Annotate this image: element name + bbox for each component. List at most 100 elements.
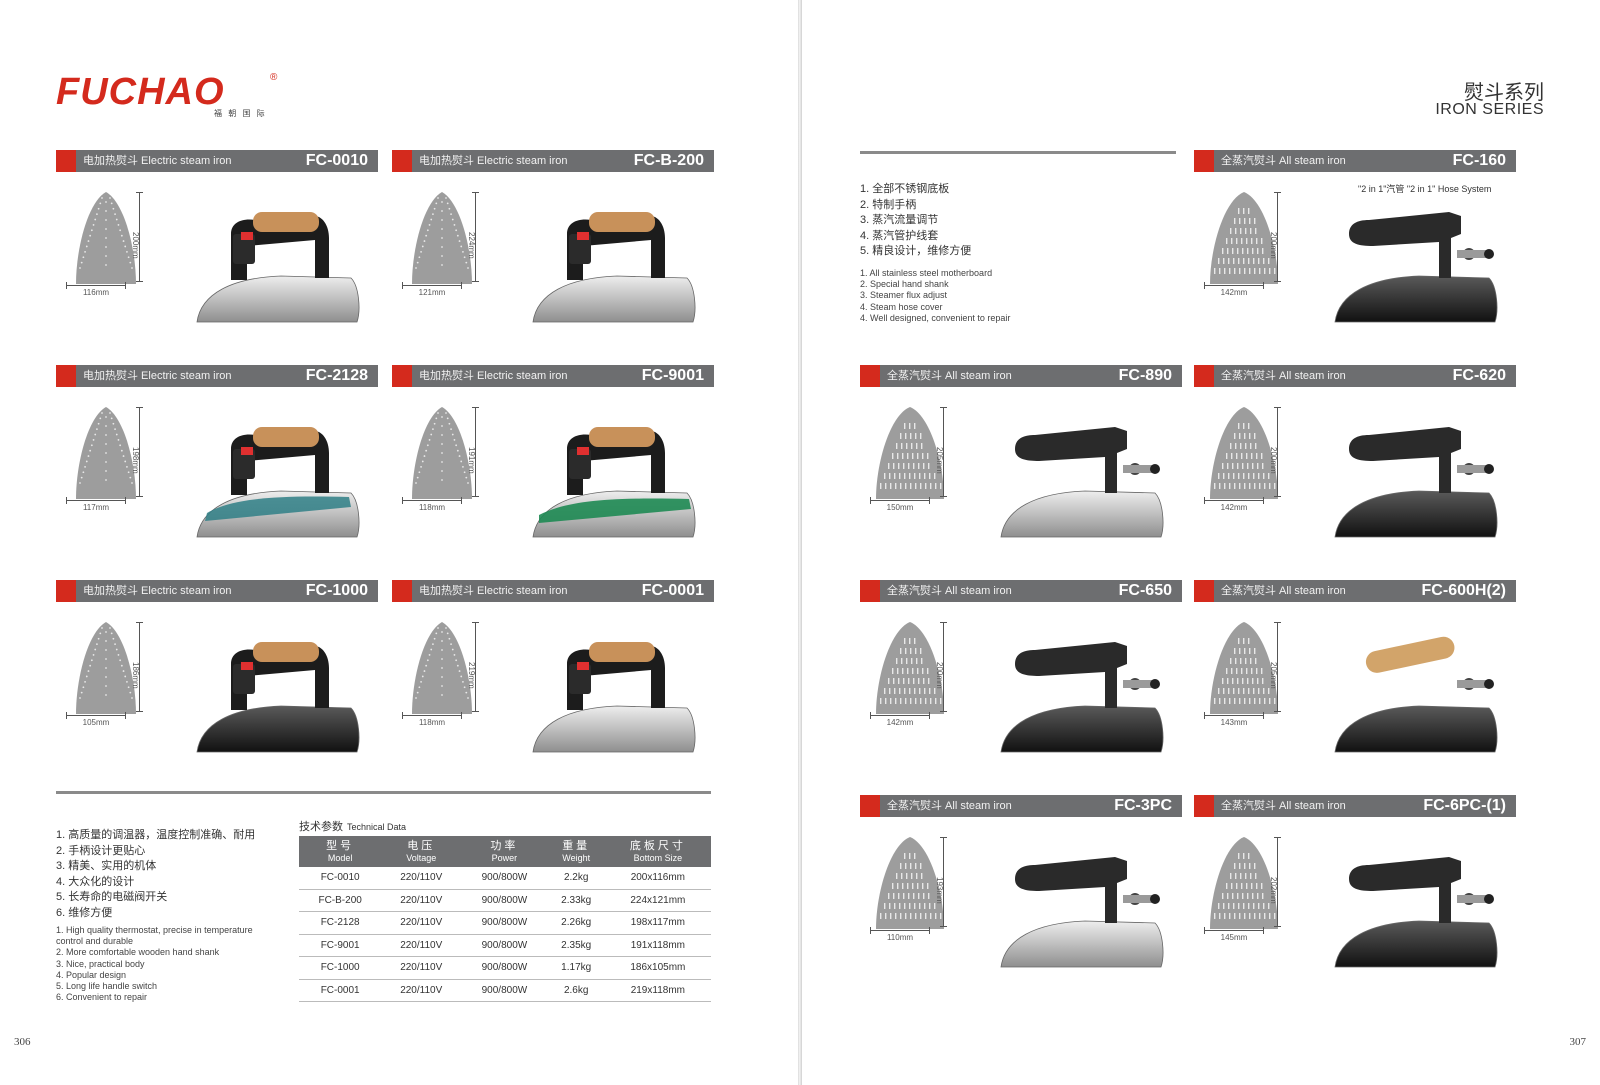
height-dimension-label: 186mm bbox=[131, 662, 140, 689]
feature-item: 1. 全部不锈钢底板 bbox=[860, 183, 950, 195]
soleplate-outline bbox=[1202, 403, 1292, 513]
header-accent-block bbox=[56, 150, 76, 172]
brand-logo-subtitle: 福 朝 国 际 bbox=[214, 109, 267, 118]
height-dimension: 224mm bbox=[467, 192, 502, 282]
height-dimension-label: 205mm bbox=[1269, 662, 1278, 689]
height-dimension-label: 193mm bbox=[935, 877, 944, 904]
width-dimension: 142mm bbox=[1204, 282, 1264, 298]
height-dimension: 205mm bbox=[935, 407, 970, 497]
tech-data-title-cn: 技术参数 bbox=[299, 821, 343, 833]
width-dimension-label: 145mm bbox=[1220, 933, 1248, 942]
header-accent-block bbox=[1194, 365, 1214, 387]
feature-item: 2. Special hand shank bbox=[860, 279, 949, 290]
iron-image-frame bbox=[995, 624, 1170, 760]
feature-item: 1. All stainless steel motherboard bbox=[860, 268, 993, 278]
tech-data-title-en: Technical Data bbox=[347, 822, 407, 832]
iron-image-frame bbox=[995, 409, 1170, 545]
width-dimension-label: 118mm bbox=[418, 503, 446, 512]
product-header-bar: 全蒸汽熨斗 All steam iron FC-600H(2) bbox=[1194, 580, 1516, 602]
iron-product-image bbox=[196, 212, 360, 323]
soleplate-diagram bbox=[876, 622, 944, 714]
width-dimension-label: 143mm bbox=[1220, 718, 1248, 727]
feature-item: 2. 特制手柄 bbox=[860, 198, 917, 211]
height-dimension: 193mm bbox=[935, 837, 970, 927]
table-cell: 2.33kg bbox=[547, 889, 605, 912]
product-type-label: 全蒸汽熨斗 All steam iron bbox=[1221, 585, 1346, 597]
fc160-hose-note: "2 in 1"汽管 "2 in 1" Hose System bbox=[1358, 184, 1492, 194]
series-title-cn: 熨斗系列 bbox=[1464, 82, 1544, 104]
height-dimension-label: 205mm bbox=[935, 447, 944, 474]
header-accent-block bbox=[392, 580, 412, 602]
iron-image-frame bbox=[1329, 839, 1504, 975]
soleplate-diagram bbox=[1210, 622, 1278, 714]
product-type-label: 全蒸汽熨斗 All steam iron bbox=[887, 370, 1012, 382]
feature-item: 6. 维修方便 bbox=[56, 906, 113, 919]
iron-image-frame bbox=[1329, 194, 1504, 330]
width-dimension-label: 118mm bbox=[418, 718, 446, 727]
feature-item: 4. Popular design bbox=[56, 969, 127, 980]
product-model-label: FC-600H(2) bbox=[1421, 582, 1506, 599]
brand-logo-text: FUCHAO bbox=[56, 71, 225, 113]
header-accent-block bbox=[1194, 150, 1214, 172]
divider-line bbox=[56, 791, 711, 794]
feature-item: 3. 蒸汽流量调节 bbox=[860, 214, 939, 226]
iron-image-frame bbox=[1329, 624, 1504, 760]
product-model-label: FC-890 bbox=[1118, 367, 1172, 384]
width-dimension: 117mm bbox=[66, 497, 126, 513]
soleplate-diagram bbox=[1210, 407, 1278, 499]
height-dimension-label: 200mm bbox=[935, 662, 944, 689]
iron-image-frame bbox=[191, 409, 366, 545]
feature-item: 1. High quality thermostat, precise in t… bbox=[56, 925, 253, 935]
height-dimension: 200mm bbox=[1269, 192, 1304, 282]
soleplate-outline bbox=[1202, 618, 1292, 728]
series-title-en: IRON SERIES bbox=[1435, 101, 1544, 118]
table-cell: 1.17kg bbox=[547, 956, 605, 980]
height-dimension: 200mm bbox=[131, 192, 166, 282]
table-cell: 200x116mm bbox=[604, 867, 711, 890]
width-dimension-label: 150mm bbox=[886, 503, 914, 512]
divider-line-top bbox=[860, 151, 1176, 154]
product-type-label: 全蒸汽熨斗 All steam iron bbox=[1221, 370, 1346, 382]
feature-item: control and durable bbox=[56, 936, 134, 947]
height-dimension: 205mm bbox=[1269, 622, 1304, 712]
soleplate-diagram bbox=[1210, 837, 1278, 929]
product-header-bar: 全蒸汽熨斗 All steam iron FC-890 bbox=[860, 365, 1182, 387]
height-dimension-label: 224mm bbox=[467, 232, 476, 259]
table-cell: 900/800W bbox=[461, 979, 548, 1002]
soleplate-outline bbox=[868, 833, 958, 943]
height-dimension-label: 198mm bbox=[131, 447, 140, 474]
product-model-label: FC-2128 bbox=[305, 367, 368, 384]
width-dimension: 150mm bbox=[870, 497, 930, 513]
height-dimension: 200mm bbox=[1269, 407, 1304, 497]
height-dimension: 191mm bbox=[467, 407, 502, 497]
column-header-en: Model bbox=[327, 853, 353, 863]
height-dimension: 202mm bbox=[1269, 837, 1304, 927]
page-number-right: 307 bbox=[1569, 1036, 1587, 1048]
iron-product-image bbox=[532, 212, 696, 323]
feature-item: 5. 精良设计，维修方便 bbox=[860, 245, 972, 257]
header-accent-block bbox=[860, 795, 880, 817]
product-model-label: FC-0010 bbox=[305, 152, 368, 169]
width-dimension: 118mm bbox=[402, 497, 462, 513]
iron-image-frame bbox=[527, 194, 702, 330]
width-dimension: 142mm bbox=[870, 712, 930, 728]
iron-product-image bbox=[196, 642, 360, 753]
table-cell: 900/800W bbox=[461, 934, 548, 957]
iron-product-image bbox=[1334, 427, 1498, 538]
soleplate-outline bbox=[868, 403, 958, 513]
features-list-en: 1. High quality thermostat, precise in t… bbox=[56, 925, 276, 1003]
